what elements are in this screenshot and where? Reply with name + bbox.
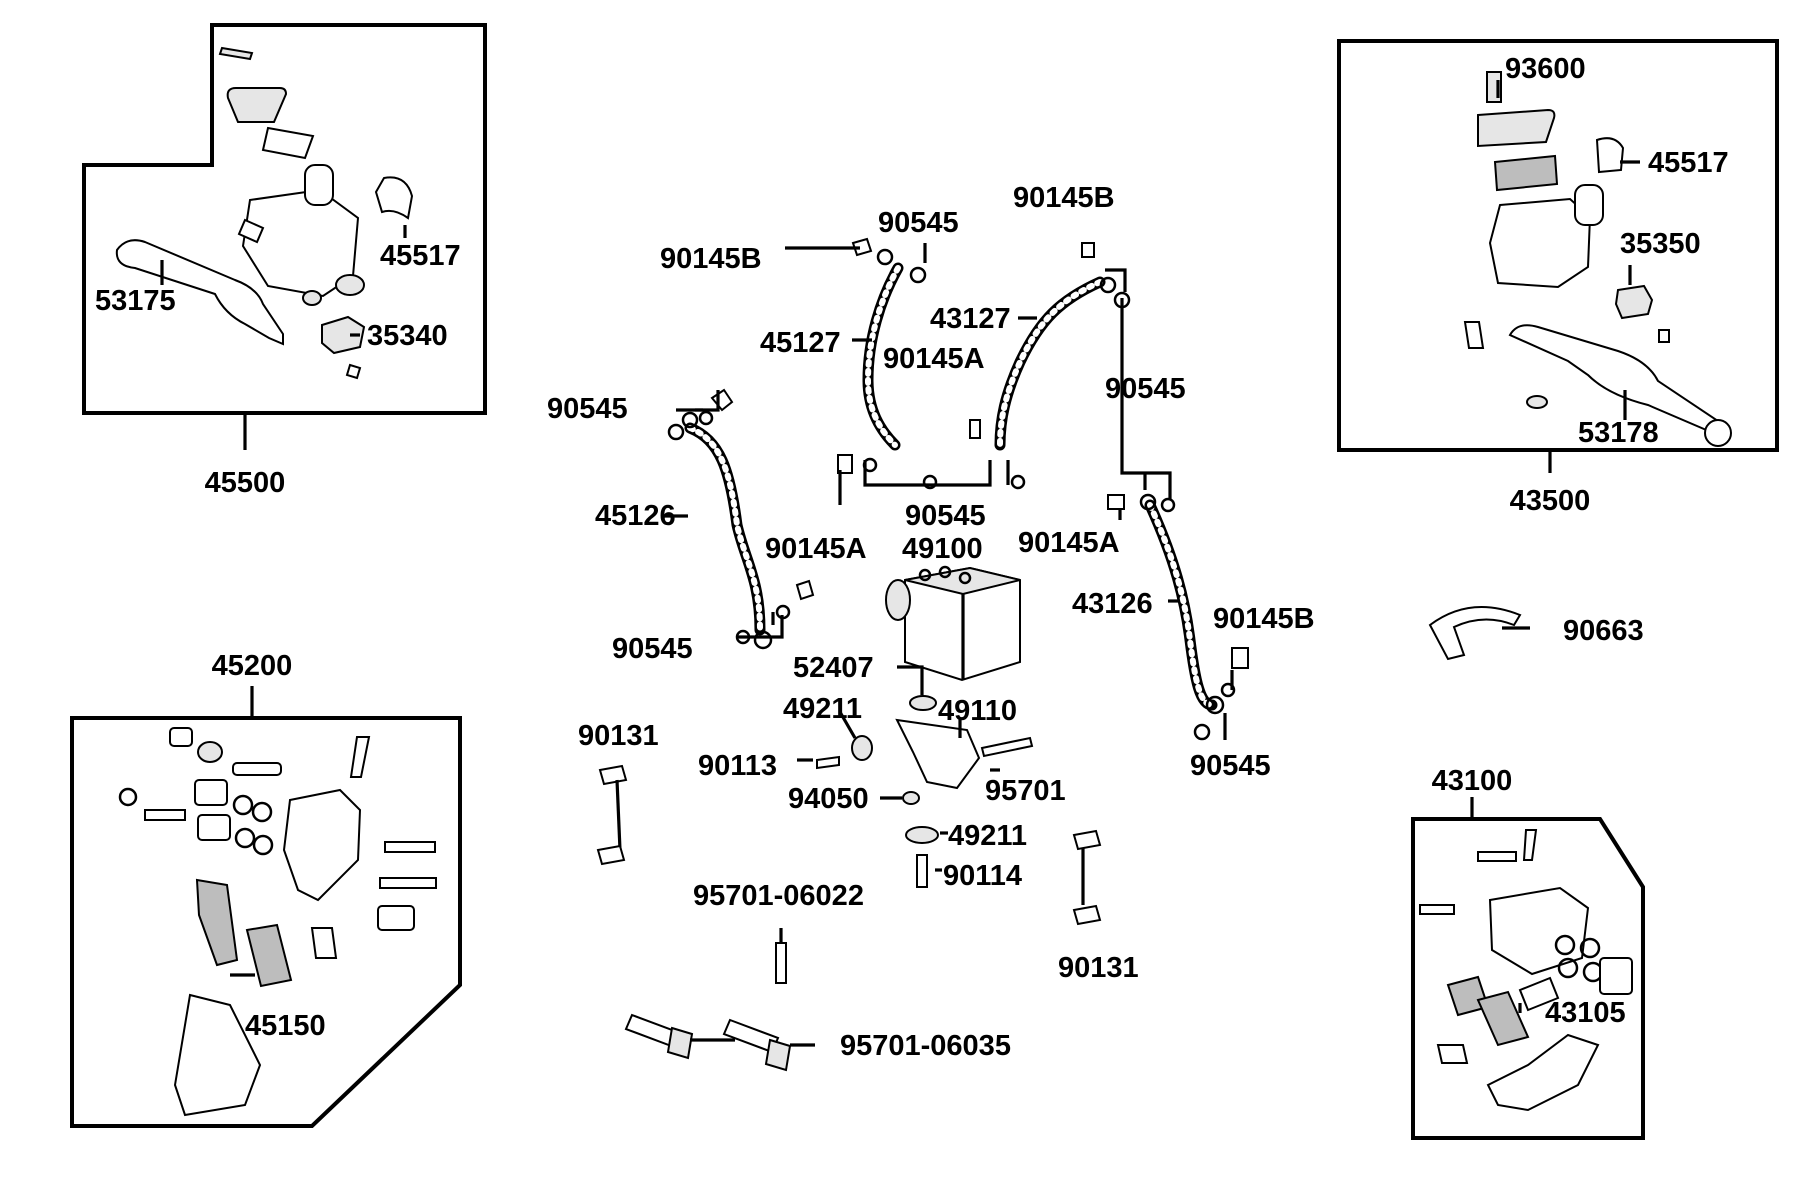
label-90545-br: 90545 bbox=[1190, 750, 1271, 782]
label-90663: 90663 bbox=[1563, 615, 1644, 647]
label-45150: 45150 bbox=[245, 1010, 326, 1042]
abs-unit-49100 bbox=[885, 565, 1021, 682]
label-49100: 49100 bbox=[902, 533, 983, 565]
label-45200: 45200 bbox=[212, 650, 293, 682]
rear-caliper-assembly bbox=[1419, 829, 1633, 1112]
hose-45126 bbox=[684, 422, 766, 636]
clamp-45517-front bbox=[374, 176, 414, 220]
bolt-90113 bbox=[816, 755, 840, 770]
grommet-49211-b bbox=[905, 826, 939, 844]
label-45517-rear: 45517 bbox=[1648, 147, 1729, 179]
bolts-95701-06035 bbox=[624, 1013, 792, 1072]
bolts-90131-right bbox=[1072, 829, 1102, 926]
frame-rear-master-cylinder bbox=[1337, 39, 1779, 452]
rear-reservoir-cap-part bbox=[1477, 108, 1556, 148]
label-90545-low: 90545 bbox=[612, 633, 693, 665]
nut-part bbox=[302, 290, 322, 306]
bolts-90131-left bbox=[596, 764, 628, 866]
pivot-part bbox=[335, 274, 365, 296]
label-43500: 43500 bbox=[1510, 485, 1591, 517]
cylinder-neck-part bbox=[304, 164, 334, 206]
bolt-95701 bbox=[980, 736, 1034, 758]
frame-front-master-cylinder bbox=[82, 23, 487, 415]
label-95701-06035: 95701-06035 bbox=[840, 1030, 1011, 1062]
label-90131-2: 90131 bbox=[1058, 952, 1139, 984]
label-90145B-1: 90145B bbox=[660, 243, 762, 275]
label-90113: 90113 bbox=[698, 750, 777, 782]
nut-94050 bbox=[902, 791, 920, 805]
label-90545-left: 90545 bbox=[547, 393, 628, 425]
label-45500: 45500 bbox=[205, 467, 286, 499]
clip-90663 bbox=[1428, 606, 1522, 661]
label-49211-1: 49211 bbox=[783, 693, 862, 725]
lever-53175 bbox=[115, 239, 284, 346]
switch-35350 bbox=[1614, 284, 1654, 320]
label-49110: 49110 bbox=[938, 695, 1017, 727]
label-90131-1: 90131 bbox=[578, 720, 659, 752]
rear-nut-part bbox=[1526, 395, 1548, 409]
label-90545-mid: 90545 bbox=[905, 500, 986, 532]
label-53178: 53178 bbox=[1578, 417, 1659, 449]
screw-part bbox=[218, 46, 254, 61]
label-43127: 43127 bbox=[930, 303, 1011, 335]
rear-small-part bbox=[1658, 329, 1670, 343]
label-43126: 43126 bbox=[1072, 588, 1153, 620]
front-caliper-assembly bbox=[118, 727, 437, 1117]
front-master-cylinder-assembly bbox=[218, 46, 365, 306]
collar-90114 bbox=[916, 854, 928, 888]
label-90145B-2: 90145B bbox=[1013, 182, 1115, 214]
rear-diaphragm-part bbox=[1493, 154, 1559, 192]
label-95701-06022: 95701-06022 bbox=[693, 880, 864, 912]
label-90145A-1: 90145A bbox=[883, 343, 985, 375]
label-90545-top: 90545 bbox=[878, 207, 959, 239]
clamp-45517-rear bbox=[1595, 137, 1625, 174]
reservoir-cap-part bbox=[226, 87, 288, 123]
frame-front-caliper bbox=[70, 716, 462, 1128]
label-52407: 52407 bbox=[793, 652, 874, 684]
hose-43127 bbox=[994, 276, 1106, 451]
label-53175: 53175 bbox=[95, 285, 176, 317]
label-43105: 43105 bbox=[1545, 997, 1626, 1029]
label-90114: 90114 bbox=[943, 860, 1022, 892]
label-45127: 45127 bbox=[760, 327, 841, 359]
hose-43126 bbox=[1144, 499, 1218, 711]
frame-rear-caliper bbox=[1411, 817, 1645, 1140]
rear-pin-part bbox=[1463, 321, 1485, 349]
lever-53178 bbox=[1508, 324, 1732, 447]
label-49211-2: 49211 bbox=[948, 820, 1027, 852]
rubber-52407 bbox=[909, 695, 937, 711]
part-number-labels: 45500 45517 53175 35340 93600 45517 3535… bbox=[95, 53, 1729, 1062]
label-93600: 93600 bbox=[1505, 53, 1586, 85]
rear-cylinder-body bbox=[1488, 197, 1592, 289]
grommet-49211-a bbox=[851, 735, 873, 761]
label-95701: 95701 bbox=[985, 775, 1066, 807]
rear-master-cylinder-assembly bbox=[1463, 71, 1670, 409]
diaphragm-part bbox=[261, 126, 315, 160]
label-35350: 35350 bbox=[1620, 228, 1701, 260]
bolt-95701-06022 bbox=[775, 928, 787, 984]
label-90545-right: 90545 bbox=[1105, 373, 1186, 405]
label-45126: 45126 bbox=[595, 500, 676, 532]
label-43100: 43100 bbox=[1432, 765, 1513, 797]
leader-lines bbox=[160, 80, 1640, 1047]
rear-cylinder-neck bbox=[1574, 184, 1604, 226]
hose-45127 bbox=[862, 262, 904, 451]
label-35340: 35340 bbox=[367, 320, 448, 352]
bracket-49110 bbox=[895, 718, 981, 790]
label-94050: 94050 bbox=[788, 783, 869, 815]
label-90145B-3: 90145B bbox=[1213, 603, 1315, 635]
label-90145A-3: 90145A bbox=[1018, 527, 1120, 559]
bolt-part bbox=[237, 218, 265, 244]
label-45517-front: 45517 bbox=[380, 240, 461, 272]
label-90145A-2: 90145A bbox=[765, 533, 867, 565]
switch-35340 bbox=[321, 315, 366, 380]
